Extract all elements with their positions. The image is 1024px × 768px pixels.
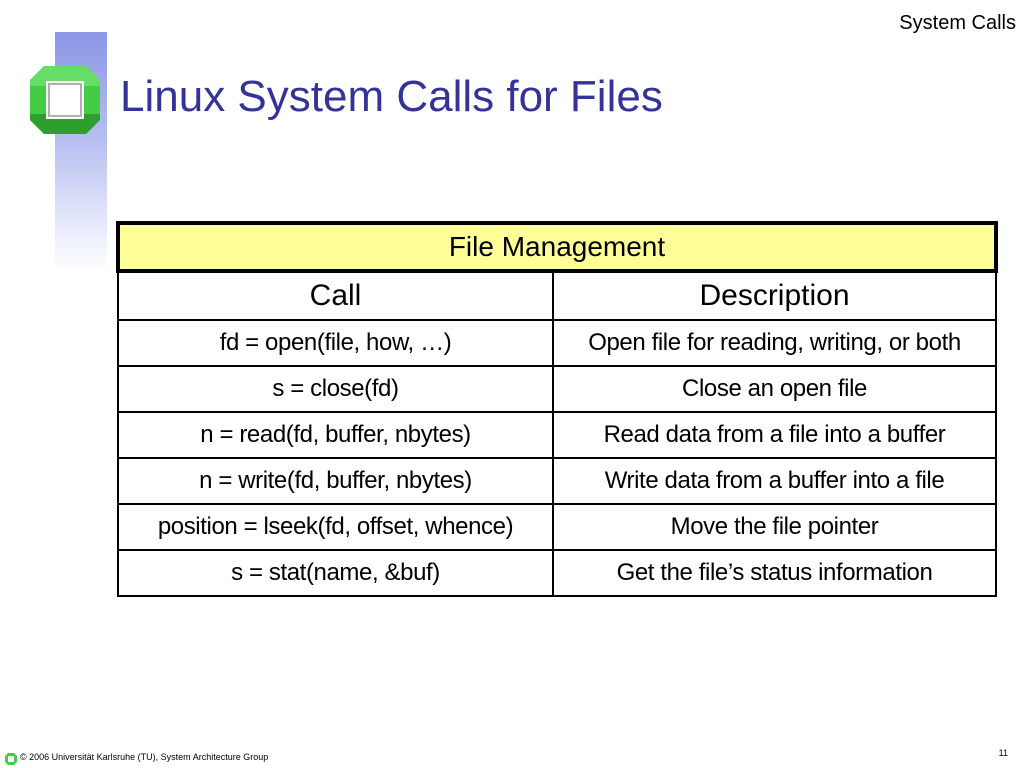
description-cell: Write data from a buffer into a file xyxy=(552,457,997,505)
description-cell: Open file for reading, writing, or both xyxy=(552,319,997,367)
description-cell: Close an open file xyxy=(552,365,997,413)
file-calls-table: File Management Call Description fd = op… xyxy=(116,221,998,597)
table-row: n = write(fd, buffer, nbytes) Write data… xyxy=(117,457,997,505)
footer-logo-icon xyxy=(5,752,17,765)
section-label: System Calls xyxy=(899,12,1016,34)
slide-title: Linux System Calls for Files xyxy=(120,72,663,121)
file-calls-table-wrapper: File Management Call Description fd = op… xyxy=(116,221,998,597)
table-row: n = read(fd, buffer, nbytes) Read data f… xyxy=(117,411,997,459)
footer-copyright: © 2006 Universität Karlsruhe (TU), Syste… xyxy=(20,752,269,762)
column-header-description: Description xyxy=(552,270,997,321)
description-cell: Move the file pointer xyxy=(552,503,997,551)
table-row: s = close(fd) Close an open file xyxy=(117,365,997,413)
table-row: fd = open(file, how, …) Open file for re… xyxy=(117,319,997,367)
call-cell: fd = open(file, how, …) xyxy=(117,319,554,367)
description-cell: Get the file’s status information xyxy=(552,549,997,597)
call-cell: n = read(fd, buffer, nbytes) xyxy=(117,411,554,459)
column-header-call: Call xyxy=(117,270,554,321)
table-row: s = stat(name, &buf) Get the file’s stat… xyxy=(117,549,997,597)
table-caption: File Management xyxy=(116,221,998,273)
table-caption-row: File Management xyxy=(116,221,998,273)
table-row: position = lseek(fd, offset, whence) Mov… xyxy=(117,503,997,551)
table-header-row: Call Description xyxy=(117,270,997,321)
page-number: 11 xyxy=(998,748,1008,758)
call-cell: s = close(fd) xyxy=(117,365,554,413)
call-cell: position = lseek(fd, offset, whence) xyxy=(117,503,554,551)
call-cell: s = stat(name, &buf) xyxy=(117,549,554,597)
university-logo-icon xyxy=(30,66,100,134)
call-cell: n = write(fd, buffer, nbytes) xyxy=(117,457,554,505)
description-cell: Read data from a file into a buffer xyxy=(552,411,997,459)
